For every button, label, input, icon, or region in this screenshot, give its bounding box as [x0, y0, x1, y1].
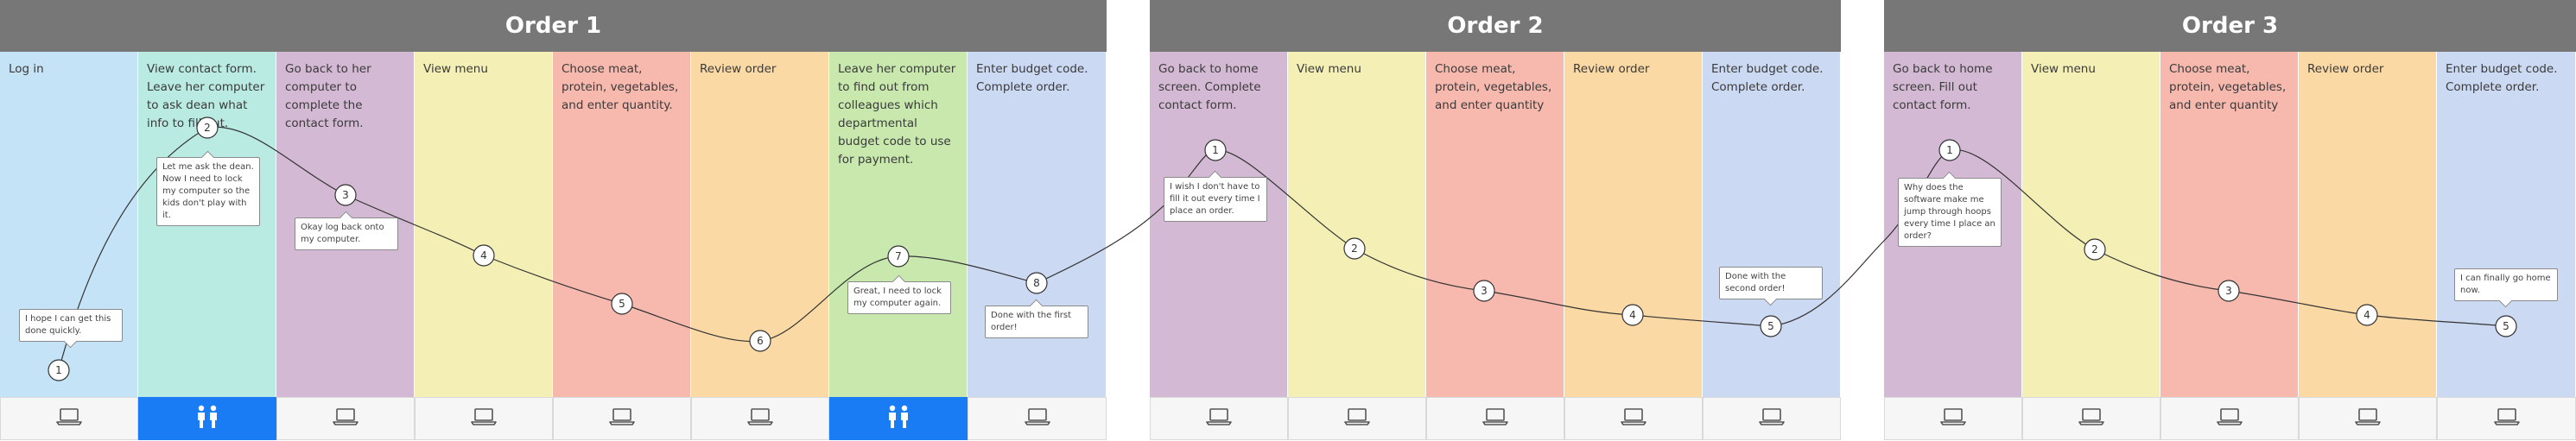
order-2-title: Order 2 [1150, 0, 1841, 52]
step-description: Review order [700, 62, 777, 76]
people-icon [194, 404, 221, 434]
device-cell [553, 397, 691, 440]
device-cell [691, 397, 829, 440]
laptop-icon [56, 407, 82, 431]
thought-bubble: Why does the software make me jump throu… [1898, 178, 2002, 247]
order-3-step-col-2: View menu [2022, 52, 2160, 397]
laptop-icon [1940, 407, 1966, 431]
laptop-icon [1482, 407, 1508, 431]
step-description: Enter budget code. Complete order. [1711, 62, 1824, 94]
device-cell [2299, 397, 2437, 440]
step-description: Go back to her computer to complete the … [285, 62, 371, 130]
device-cell [829, 397, 968, 440]
step-description: Review order [2307, 62, 2384, 76]
laptop-icon [2078, 407, 2104, 431]
step-description: Review order [1573, 62, 1650, 76]
step-description: Choose meat, protein, vegetables, and en… [1435, 62, 1552, 112]
device-cell [1150, 397, 1288, 440]
device-cell [0, 397, 138, 440]
order-1-step-col-8: Enter budget code. Complete order. [968, 52, 1107, 397]
step-description: View menu [1297, 62, 1361, 76]
device-cell [2160, 397, 2299, 440]
order-2-step-col-2: View menu [1288, 52, 1426, 397]
step-description: Leave her computer to find out from coll… [838, 62, 956, 167]
step-description: Enter budget code. Complete order. [2446, 62, 2558, 94]
device-cell [1703, 397, 1841, 440]
thought-bubble: Okay log back onto my computer. [295, 217, 398, 250]
order-1-step-col-4: View menu [415, 52, 553, 397]
order-2-step-col-1: Go back to home screen. Complete contact… [1150, 52, 1288, 397]
thought-bubble: I hope I can get this done quickly. [19, 309, 123, 342]
thought-bubble: Done with the second order! [1719, 267, 1823, 299]
order-3-step-col-3: Choose meat, protein, vegetables, and en… [2160, 52, 2299, 397]
laptop-icon [1024, 407, 1050, 431]
order-2-step-col-3: Choose meat, protein, vegetables, and en… [1426, 52, 1564, 397]
step-description: Choose meat, protein, vegetables, and en… [2169, 62, 2287, 112]
order-2-step-col-5: Enter budget code. Complete order. [1703, 52, 1841, 397]
step-description: View menu [2031, 62, 2096, 76]
laptop-icon [1621, 407, 1646, 431]
device-cell [276, 397, 415, 440]
people-icon [885, 404, 912, 434]
laptop-icon [333, 407, 358, 431]
laptop-icon [2217, 407, 2243, 431]
thought-bubble: I wish I don't have to fill it out every… [1164, 177, 1267, 222]
laptop-icon [1344, 407, 1370, 431]
order-1-step-col-7: Leave her computer to find out from coll… [829, 52, 968, 397]
laptop-icon [1759, 407, 1785, 431]
laptop-icon [747, 407, 773, 431]
device-cell [138, 397, 276, 440]
device-cell [1564, 397, 1703, 440]
order-1-step-col-6: Review order [691, 52, 829, 397]
order-3-step-col-4: Review order [2299, 52, 2437, 397]
order-1-step-col-5: Choose meat, protein, vegetables, and en… [553, 52, 691, 397]
step-description: View contact form. Leave her computer to… [147, 62, 265, 130]
laptop-icon [471, 407, 497, 431]
step-description: Go back to home screen. Complete contact… [1158, 62, 1261, 112]
thought-bubble: I can finally go home now. [2454, 268, 2558, 301]
device-cell [415, 397, 553, 440]
device-cell [2022, 397, 2160, 440]
device-cell [968, 397, 1107, 440]
laptop-icon [609, 407, 635, 431]
device-cell [1288, 397, 1426, 440]
step-description: Log in [9, 62, 44, 76]
step-description: View menu [423, 62, 488, 76]
order-3-step-col-5: Enter budget code. Complete order. [2437, 52, 2576, 397]
step-description: Choose meat, protein, vegetables, and en… [562, 62, 679, 112]
thought-bubble: Let me ask the dean. Now I need to lock … [156, 157, 260, 226]
laptop-icon [1206, 407, 1232, 431]
device-cell [1426, 397, 1564, 440]
laptop-icon [2355, 407, 2381, 431]
order-3-title: Order 3 [1884, 0, 2576, 52]
order-2-step-col-4: Review order [1564, 52, 1703, 397]
device-cell [2437, 397, 2576, 440]
step-description: Go back to home screen. Fill out contact… [1893, 62, 1993, 112]
thought-bubble: Done with the first order! [985, 306, 1088, 338]
step-description: Enter budget code. Complete order. [976, 62, 1088, 94]
laptop-icon [2493, 407, 2520, 431]
thought-bubble: Great, I need to lock my computer again. [847, 281, 951, 314]
order-1-title: Order 1 [0, 0, 1107, 52]
device-cell [1884, 397, 2022, 440]
